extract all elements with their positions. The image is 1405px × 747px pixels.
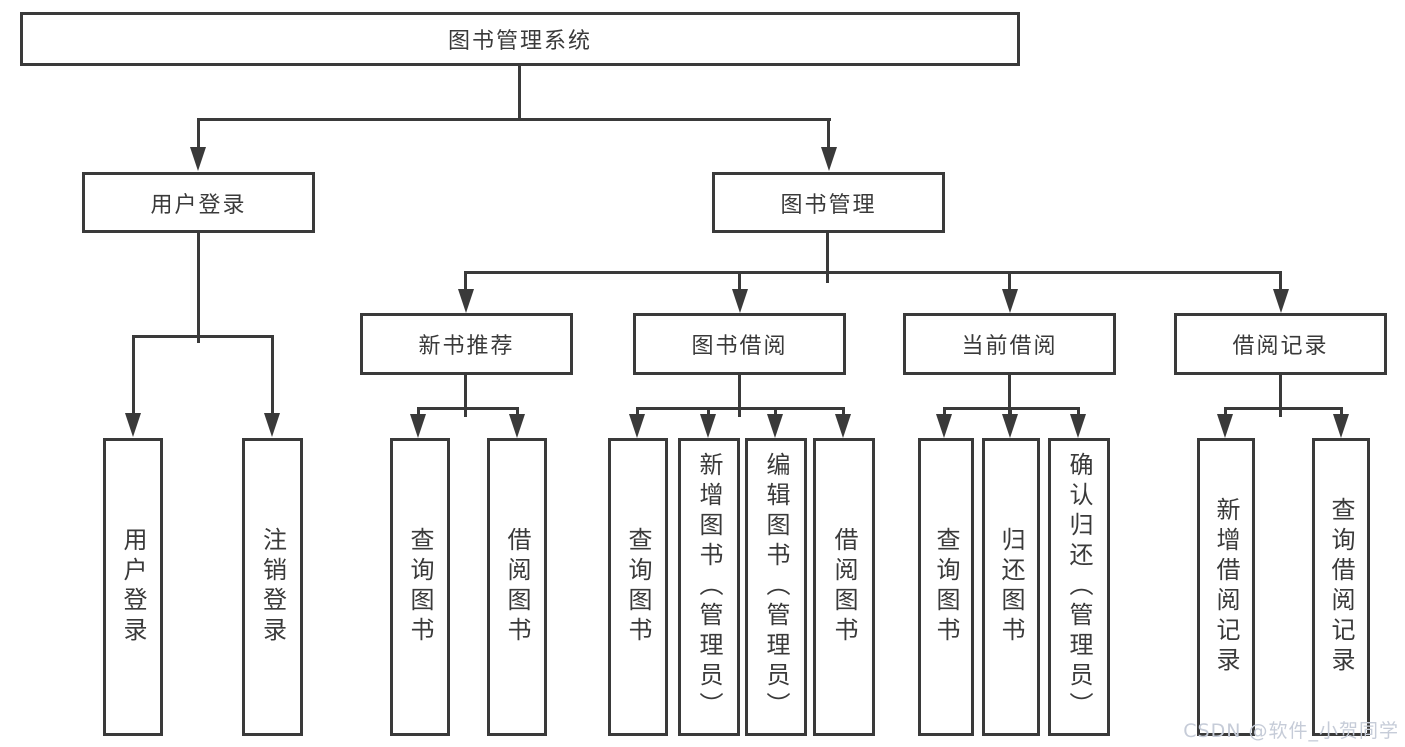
connector-line [418, 407, 519, 410]
node-leaf-bb-borrow-label: 借阅图书 [830, 527, 858, 647]
node-book-borrow-label: 图书借阅 [691, 334, 788, 359]
node-leaf-cb-confirm-label: 确认归还（管理员） [1065, 452, 1093, 722]
connector-line [1077, 407, 1080, 417]
arrow-down-icon [264, 413, 280, 437]
node-leaf-logout: 注销登录 [242, 438, 303, 736]
connector-line [827, 118, 830, 150]
node-borrow-record: 借阅记录 [1174, 313, 1387, 375]
connector-line [271, 335, 274, 415]
connector-line [1340, 407, 1343, 417]
arrow-down-icon [821, 147, 837, 171]
node-book-mgmt-label: 图书管理 [780, 192, 877, 218]
connector-line [943, 407, 946, 417]
node-leaf-bb-query-label: 查询图书 [624, 527, 652, 647]
connector-line [197, 118, 831, 121]
arrow-down-icon [190, 147, 206, 171]
connector-line [464, 375, 467, 417]
node-user-login: 用户登录 [82, 172, 315, 233]
node-leaf-nb-borrow: 借阅图书 [487, 438, 547, 736]
arrow-down-icon [835, 414, 851, 438]
node-root: 图书管理系统 [20, 12, 1020, 66]
node-current-borrow: 当前借阅 [903, 313, 1116, 375]
connector-line [1225, 407, 1342, 410]
node-leaf-nb-query: 查询图书 [390, 438, 450, 736]
connector-line [417, 407, 420, 417]
arrow-down-icon [1002, 414, 1018, 438]
node-leaf-bb-borrow: 借阅图书 [813, 438, 875, 736]
node-leaf-bb-query: 查询图书 [608, 438, 668, 736]
node-current-borrow-label: 当前借阅 [961, 334, 1058, 359]
node-leaf-cb-return: 归还图书 [982, 438, 1040, 736]
connector-line [738, 271, 741, 293]
node-leaf-nb-query-label: 查询图书 [406, 527, 434, 647]
node-leaf-br-add-label: 新增借阅记录 [1212, 497, 1240, 677]
node-leaf-br-query-label: 查询借阅记录 [1327, 497, 1355, 677]
connector-line [636, 407, 639, 417]
node-leaf-bb-edit: 编辑图书（管理员） [745, 438, 807, 736]
arrow-down-icon [767, 414, 783, 438]
node-leaf-nb-borrow-label: 借阅图书 [503, 527, 531, 647]
arrow-down-icon [125, 413, 141, 437]
connector-line [1279, 375, 1282, 417]
connector-line [1279, 271, 1282, 293]
arrow-down-icon [1217, 414, 1233, 438]
connector-line [707, 407, 710, 417]
arrow-down-icon [1333, 414, 1349, 438]
arrow-down-icon [732, 289, 748, 313]
node-leaf-logout-label: 注销登录 [258, 527, 287, 647]
node-leaf-user-login: 用户登录 [103, 438, 163, 736]
arrow-down-icon [458, 289, 474, 313]
node-new-book-rec: 新书推荐 [360, 313, 573, 375]
connector-line [1224, 407, 1227, 417]
node-leaf-bb-add: 新增图书（管理员） [678, 438, 740, 736]
node-leaf-cb-return-label: 归还图书 [997, 527, 1025, 647]
arrow-down-icon [936, 414, 952, 438]
node-leaf-cb-query: 查询图书 [918, 438, 974, 736]
csdn-watermark: CSDN @软件_小贺同学 [1183, 720, 1399, 742]
arrow-down-icon [1002, 289, 1018, 313]
connector-line [826, 233, 829, 283]
connector-line [1009, 407, 1012, 417]
node-leaf-bb-add-label: 新增图书（管理员） [695, 452, 723, 722]
node-leaf-br-query: 查询借阅记录 [1312, 438, 1370, 736]
arrow-down-icon [1070, 414, 1086, 438]
node-leaf-cb-confirm: 确认归还（管理员） [1048, 438, 1110, 736]
node-root-label: 图书管理系统 [447, 29, 592, 54]
node-leaf-cb-query-label: 查询图书 [932, 527, 960, 647]
connector-line [738, 375, 741, 417]
node-book-mgmt: 图书管理 [712, 172, 945, 233]
connector-line [1008, 375, 1011, 417]
arrow-down-icon [509, 414, 525, 438]
connector-line [466, 271, 1282, 274]
node-leaf-br-add: 新增借阅记录 [1197, 438, 1255, 736]
node-book-borrow: 图书借阅 [633, 313, 846, 375]
connector-line [518, 64, 521, 120]
node-borrow-record-label: 借阅记录 [1232, 334, 1329, 359]
arrow-down-icon [629, 414, 645, 438]
connector-line [464, 271, 467, 293]
connector-line [132, 335, 135, 415]
node-leaf-bb-edit-label: 编辑图书（管理员） [762, 452, 790, 722]
connector-line [944, 407, 1080, 410]
connector-line [197, 233, 200, 343]
connector-line [842, 407, 845, 417]
node-leaf-user-login-label: 用户登录 [119, 527, 147, 647]
connector-line [774, 407, 777, 417]
connector-line [637, 407, 844, 410]
connector-line [516, 407, 519, 417]
arrow-down-icon [1273, 289, 1289, 313]
connector-line [1008, 271, 1011, 293]
node-user-login-label: 用户登录 [150, 192, 247, 218]
arrow-down-icon [700, 414, 716, 438]
node-new-book-rec-label: 新书推荐 [418, 334, 515, 359]
connector-line [133, 335, 274, 338]
connector-line [197, 118, 200, 150]
arrow-down-icon [410, 414, 426, 438]
